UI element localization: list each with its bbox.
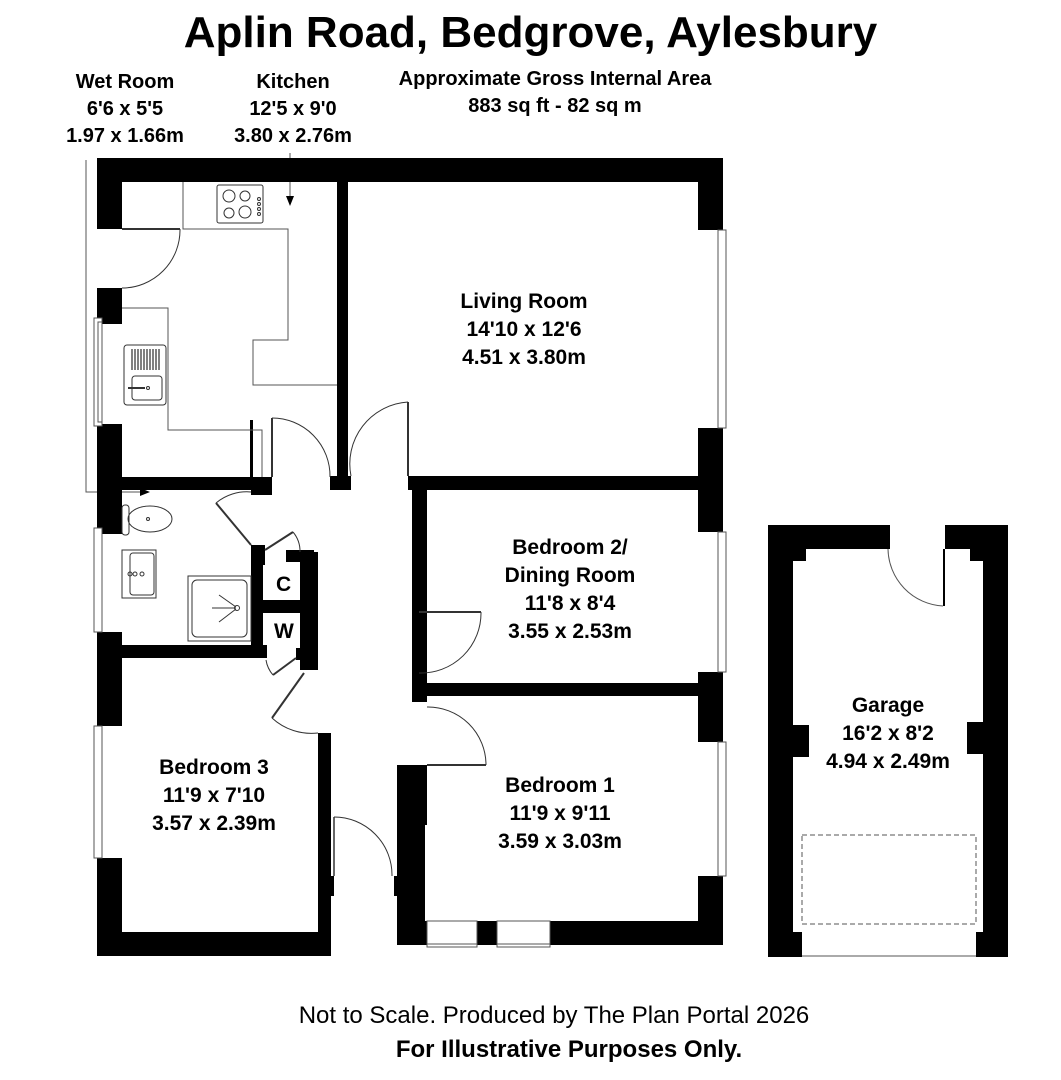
garage-name: Garage: [851, 694, 925, 717]
bedroom1-label: Bedroom 1 11'9 x 9'11 3.59 x 3.03m: [460, 772, 660, 856]
bedroom1-imperial: 11'9 x 9'11: [509, 802, 611, 825]
bedroom2-metric: 3.55 x 2.53m: [508, 620, 632, 643]
gross-area-value: 883 sq ft - 82 sq m: [468, 95, 642, 117]
living-room-imperial: 14'10 x 12'6: [466, 318, 582, 341]
bedroom1-name: Bedroom 1: [505, 774, 615, 797]
garage-metric: 4.94 x 2.49m: [826, 750, 950, 773]
footer-disclaimer: Not to Scale. Produced by The Plan Porta…: [298, 1002, 810, 1029]
bedroom2-name-line1: Bedroom 2/: [512, 536, 628, 559]
wardrobe-label: W: [274, 620, 294, 643]
garage-details: [801, 548, 977, 957]
windows: [93, 229, 727, 948]
bedroom2-name-line2: Dining Room: [504, 564, 636, 587]
kitchen-metric: 3.80 x 2.76m: [234, 125, 352, 147]
footer-illustrative: For Illustrative Purposes Only.: [395, 1036, 743, 1063]
wc-icon: [121, 504, 173, 536]
shower-tray-icon: [187, 575, 252, 642]
garage-label: Garage 16'2 x 8'2 4.94 x 2.49m: [788, 692, 988, 776]
doors: [121, 228, 487, 877]
bedroom1-metric: 3.59 x 3.03m: [498, 830, 622, 853]
cupboard-label: C: [276, 573, 292, 596]
garage-imperial: 16'2 x 8'2: [842, 722, 934, 745]
wet-room-imperial: 6'6 x 5'5: [86, 98, 164, 120]
bedroom2-label: Bedroom 2/ Dining Room 11'8 x 8'4 3.55 x…: [470, 534, 670, 646]
gross-area: Approximate Gross Internal Area 883 sq f…: [360, 66, 750, 120]
gross-area-label: Approximate Gross Internal Area: [398, 68, 712, 90]
kitchen-label: Kitchen 12'5 x 9'0 3.80 x 2.76m: [213, 69, 373, 150]
bedroom3-metric: 3.57 x 2.39m: [152, 812, 276, 835]
wet-room-metric: 1.97 x 1.66m: [66, 125, 184, 147]
sink-icon: [123, 344, 167, 406]
walls: [97, 158, 723, 956]
living-room-label: Living Room 14'10 x 12'6 4.51 x 3.80m: [424, 288, 624, 372]
hob-icon: [216, 184, 264, 224]
wet-room-name: Wet Room: [75, 71, 175, 93]
kitchen-units: [122, 182, 337, 477]
bedroom3-label: Bedroom 3 11'9 x 7'10 3.57 x 2.39m: [114, 754, 314, 838]
bedroom3-imperial: 11'9 x 7'10: [162, 784, 266, 807]
kitchen-imperial: 12'5 x 9'0: [249, 98, 337, 120]
living-room-metric: 4.51 x 3.80m: [462, 346, 586, 369]
basin-icon: [121, 549, 157, 599]
bedroom3-name: Bedroom 3: [159, 756, 269, 779]
garage: [768, 525, 1008, 957]
living-room-name: Living Room: [460, 290, 588, 313]
kitchen-name: Kitchen: [256, 71, 330, 93]
plan-title: Aplin Road, Bedgrove, Aylesbury: [183, 8, 878, 57]
wet-room-label: Wet Room 6'6 x 5'5 1.97 x 1.66m: [45, 69, 205, 150]
bedroom2-imperial: 11'8 x 8'4: [524, 592, 616, 615]
